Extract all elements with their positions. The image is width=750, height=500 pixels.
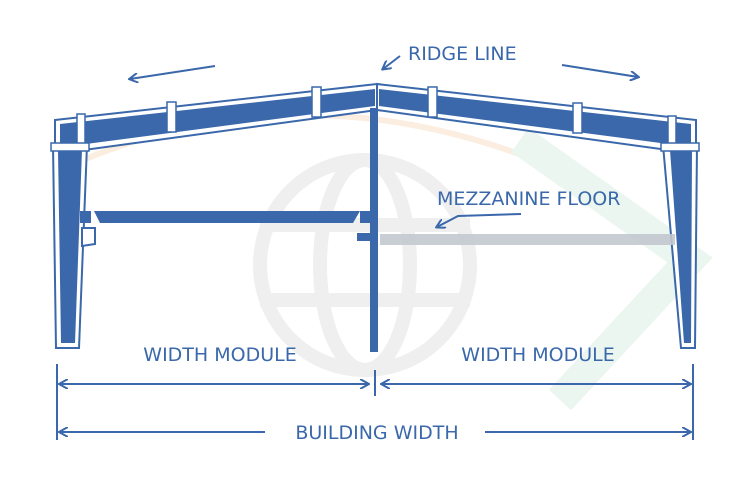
roof-rafter-left — [54, 82, 378, 151]
right-column — [660, 142, 700, 349]
center-column — [370, 108, 378, 352]
width-module-left-label: WIDTH MODULE — [143, 344, 296, 366]
width-module-right-label: WIDTH MODULE — [461, 344, 614, 366]
ridge-line-label: RIDGE LINE — [408, 43, 517, 65]
mezzanine-floor-label: MEZZANINE FLOOR — [437, 188, 620, 210]
mezzanine-beam-left — [80, 211, 370, 248]
slope-arrow-right — [561, 64, 638, 77]
splice-plates — [76, 86, 677, 151]
left-column — [50, 142, 90, 349]
dimension-lines — [56, 364, 694, 440]
mezzanine-pointer-arrow — [437, 213, 522, 227]
ridge-pointer-arrow — [383, 55, 401, 69]
slope-arrow-left — [130, 65, 216, 79]
mezzanine-floor-right — [380, 234, 675, 245]
building-width-label: BUILDING WIDTH — [295, 422, 458, 444]
